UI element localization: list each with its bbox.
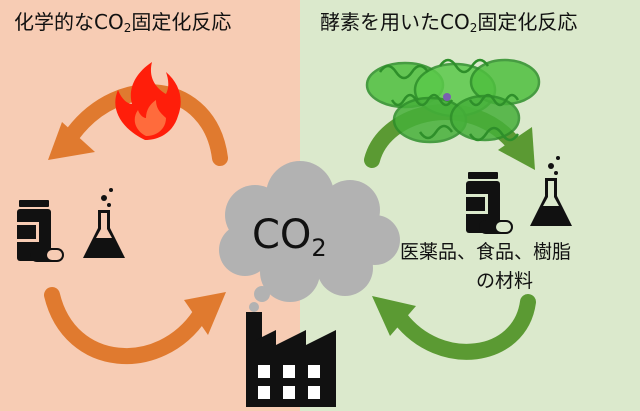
orange-bottom-arrow <box>44 287 208 365</box>
co2-label: CO2 <box>252 212 327 262</box>
flame-icon <box>115 62 181 140</box>
cloud-icon <box>219 161 400 312</box>
capsule-icon-right <box>479 220 513 234</box>
green-top-arrowhead <box>498 127 535 170</box>
orange-top-arrowhead <box>48 122 95 160</box>
chemical-title: 化学的なCO2固定化反応 <box>14 6 231 35</box>
title-text: 酵素を用いたCO <box>320 10 470 34</box>
factory-icon <box>246 312 336 407</box>
title-text: 化学的なCO <box>14 10 124 34</box>
products-caption-line2: の材料 <box>476 270 534 292</box>
title-subscript: 2 <box>469 21 478 35</box>
title-subscript: 2 <box>123 21 132 35</box>
enzymatic-title: 酵素を用いたCO2固定化反応 <box>320 6 577 35</box>
co2-subscript: 2 <box>311 234 327 262</box>
enzyme-structure-icon <box>365 58 541 144</box>
orange-bottom-arrowhead <box>184 292 226 335</box>
title-suffix: 固定化反応 <box>131 10 232 34</box>
co2-text: CO <box>252 212 312 258</box>
products-caption-line1: 医薬品、食品、樹脂 <box>400 241 572 263</box>
flask-icon-right <box>530 156 572 226</box>
green-bottom-arrowhead <box>372 296 416 336</box>
flask-icon <box>83 188 125 258</box>
title-suffix: 固定化反応 <box>477 10 578 34</box>
capsule-icon <box>30 248 64 262</box>
green-bottom-arrow <box>392 294 536 360</box>
